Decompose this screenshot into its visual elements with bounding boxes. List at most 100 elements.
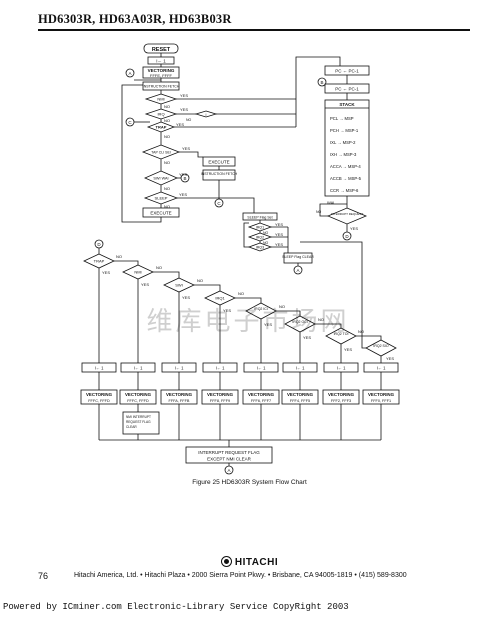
nmi-flag-clear-label-1: NMI INTERRUPT <box>126 415 151 419</box>
pri-irq2toi-yes: YES <box>344 347 352 352</box>
pri-irq2sio-diamond <box>365 339 397 357</box>
hitachi-brand-text: HITACHI <box>234 557 279 568</box>
nmi-flag-clear-label-2: REQUEST FLAG <box>126 420 151 424</box>
figure-caption: Figure 25 HD6303R System Flow Chart <box>192 479 307 486</box>
irq-diamond-label: IRQ <box>157 112 164 117</box>
vector-address-col: FFF4, FFF5 <box>290 399 310 403</box>
pri-irq2ici-label: IRQ2 ICI <box>254 307 268 311</box>
vectoring-label-col: VECTORING <box>287 392 314 397</box>
set-i-label-col: I← 1 <box>257 366 267 371</box>
pri-irq2sio-yes: YES <box>386 356 394 361</box>
company-address: Hitachi America, Ltd. • Hitachi Plaza • … <box>74 572 407 579</box>
vectoring-label-col: VECTORING <box>328 392 355 397</box>
stack-item: PCH → MSP-1 <box>330 128 359 133</box>
irq-no-label: NO <box>164 118 170 123</box>
pri-nmi-yes: YES <box>141 282 149 287</box>
wai-label: WAI <box>327 200 334 205</box>
connector-a-label: A <box>128 71 131 76</box>
vector-address-col: FFFA, FFFB <box>169 399 190 403</box>
sleep-irq3-diamond <box>247 242 273 252</box>
swi-no-label: NO <box>164 186 170 191</box>
reset-label: RESET <box>152 47 171 53</box>
tap-cli-sei-label: TAP CLI SEI <box>151 151 171 155</box>
header-rule <box>38 29 470 31</box>
stack-title: STACK <box>339 102 355 107</box>
stack-item: CCR → MSP-6 <box>330 188 359 193</box>
connector-a-out-label: A <box>296 268 299 273</box>
nmi-yes-label: YES <box>180 93 188 98</box>
pri-irq1-no: NO <box>238 291 244 296</box>
nmi-diamond-label: NMI <box>157 97 164 102</box>
pri-irq2toi-no: NO <box>358 329 364 334</box>
sleep-irq3-yes: YES <box>275 242 283 247</box>
sleep-flag-clear-label: SLEEP Flag CLEAR <box>282 255 314 259</box>
sleep-irq1-no: NO <box>263 231 269 235</box>
pri-irq2oci-no: NO <box>318 317 324 322</box>
swi-wai-label: SWI WAI <box>153 177 168 181</box>
stack-item: ACCB → MSP-5 <box>330 176 362 181</box>
vectoring-label-col: VECTORING <box>248 392 275 397</box>
set-i-label-col: I← 1 <box>377 366 387 371</box>
connector-a <box>125 68 135 78</box>
sleep-irq1-yes: YES <box>275 222 283 227</box>
vector-address-col: FFF0, FFF1 <box>371 399 391 403</box>
stack-item: PCL → MSP <box>330 116 354 121</box>
pri-irq2ici-yes: YES <box>264 322 272 327</box>
stack-box <box>324 99 370 197</box>
pri-nmi-no: NO <box>156 265 162 270</box>
vector-address-col: FFF6, FFF7 <box>251 399 271 403</box>
pri-trap-no: NO <box>116 254 122 259</box>
trap-yes-label: YES <box>176 122 184 127</box>
pri-nmi-label: NMI <box>134 270 141 275</box>
sleep-irq2-yes: YES <box>275 232 283 237</box>
vectoring-label-col: VECTORING <box>368 392 395 397</box>
pri-irq2oci-label: IRQ2 OCI <box>292 320 307 324</box>
interrupt-request-diamond <box>326 207 368 225</box>
connector-d-out-label: D <box>345 234 349 239</box>
nmi-flag-clear-box <box>122 411 160 435</box>
pri-swi-no: NO <box>197 278 203 283</box>
vectoring-label-col: VECTORING <box>207 392 234 397</box>
tap-yes-label: YES <box>182 146 190 151</box>
vectoring-label-col: VECTORING <box>166 392 193 397</box>
connector-b-out <box>180 173 190 183</box>
stack-item: IXH → MSP-3 <box>330 152 357 157</box>
pri-irq2ici-no: NO <box>279 304 285 309</box>
set-i-label-col: I← 1 <box>337 366 347 371</box>
page-number: 76 <box>38 571 49 581</box>
int-req-no-label: NO <box>316 210 322 214</box>
i-flag-diamond <box>194 110 218 118</box>
vector-address-col: FFFC, FFFD <box>127 399 149 403</box>
sleep-no-label: NO <box>164 204 170 209</box>
trap-diamond-label: TRAP <box>156 125 167 130</box>
sleep-irq1-label: IRQ1 <box>256 226 264 230</box>
interrupt-request-label: INTERRUPT REQUEST <box>331 212 364 216</box>
connector-c-label: C <box>128 120 132 125</box>
final-flag-line-2: EXCEPT NMI CLEAR <box>207 457 251 462</box>
set-i-label-col: I← 1 <box>216 366 226 371</box>
connector-d-label: D <box>97 242 101 247</box>
set-i-label-col: I← 1 <box>175 366 185 371</box>
connector-d-out <box>342 231 352 241</box>
pri-swi-yes: YES <box>182 295 190 300</box>
pri-swi-label: SWI <box>175 283 183 288</box>
execute-label-main: EXECUTE <box>150 211 171 216</box>
connector-b-label: B <box>320 80 323 85</box>
hitachi-brand: HITACHI <box>0 556 499 568</box>
nmi-no-label: NO <box>164 104 170 109</box>
sleep-irq2-label: IRQ2 <box>256 236 264 240</box>
vector-address-col: FFF2, FFF3 <box>331 399 351 403</box>
pri-trap-yes: YES <box>102 270 110 275</box>
vector-address-col: FFF8, FFF9 <box>210 399 230 403</box>
sleep-yes-label: YES <box>179 192 187 197</box>
stack-item: ACCA → MSP-4 <box>330 164 361 169</box>
set-i-label-col: I← 1 <box>95 366 105 371</box>
page-header-title: HD6303R, HD63A03R, HD63B03R <box>38 12 232 26</box>
hitachi-logo-icon <box>220 556 232 567</box>
i-flag-no-label: NO <box>186 118 192 122</box>
connector-c-out <box>214 198 224 208</box>
sleep-irq3-label: IRQ3 <box>256 246 264 250</box>
